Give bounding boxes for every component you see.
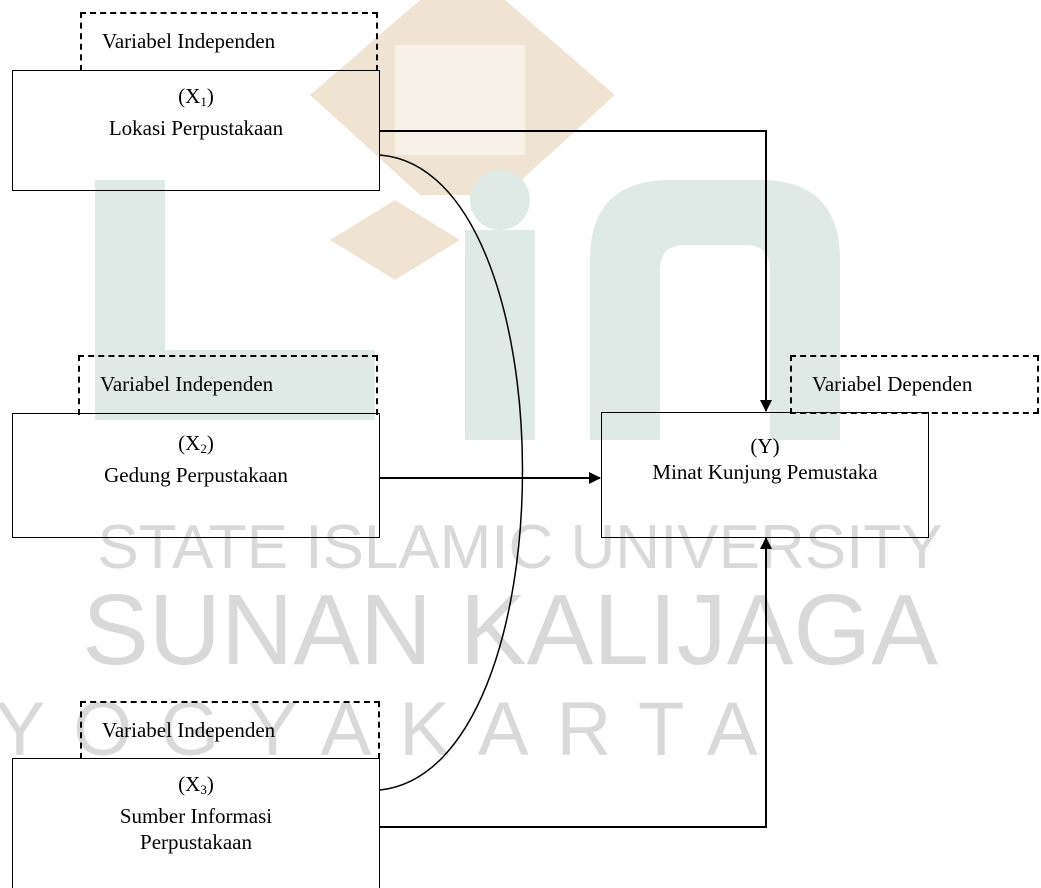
- node-y-code: (Y): [750, 434, 780, 458]
- watermark-letter-i: [465, 230, 535, 440]
- node-x3-sumber-informasi: (X3) Sumber Informasi Perpustakaan: [12, 758, 380, 888]
- node-x3-code: (X3): [178, 772, 214, 797]
- node-x2-gedung-perpustakaan: (X2) Gedung Perpustakaan: [12, 413, 380, 538]
- node-y-minat-kunjung: (Y) Minat Kunjung Pemustaka: [601, 412, 929, 538]
- node-x1-code: (X1): [178, 84, 214, 109]
- independent-label-x2: Variabel Independen: [78, 355, 378, 415]
- node-x1-label: Lokasi Perpustakaan: [108, 116, 284, 140]
- watermark-letter-n: [590, 180, 840, 440]
- watermark-line2: SUNAN KALIJAGA: [82, 574, 938, 686]
- watermark-ornament-inner: [395, 45, 525, 155]
- node-y-label: Minat Kunjung Pemustaka: [652, 460, 878, 484]
- node-x3-label-line1: Sumber Informasi: [119, 804, 273, 828]
- node-x2-code: (X2): [178, 431, 214, 456]
- node-x2-label: Gedung Perpustakaan: [104, 463, 288, 487]
- watermark-letter-i-dot: [470, 170, 530, 230]
- node-x1-lokasi-perpustakaan: (X1) Lokasi Perpustakaan: [12, 70, 380, 191]
- node-x3-label-line2: Perpustakaan: [140, 830, 252, 854]
- correlation-curve-x1-x3: [379, 154, 524, 791]
- arrow-x3-to-y: [380, 537, 772, 828]
- watermark-diamond: [330, 200, 460, 280]
- watermark-logo: [95, 0, 840, 440]
- independent-label-x1: Variabel Independen: [80, 12, 378, 71]
- dependent-label: Variabel Dependen: [790, 355, 1039, 414]
- independent-label-x3: Variabel Independen: [80, 701, 380, 759]
- watermark-letter-u-base: [95, 350, 375, 420]
- arrow-x1-to-y: [380, 130, 772, 412]
